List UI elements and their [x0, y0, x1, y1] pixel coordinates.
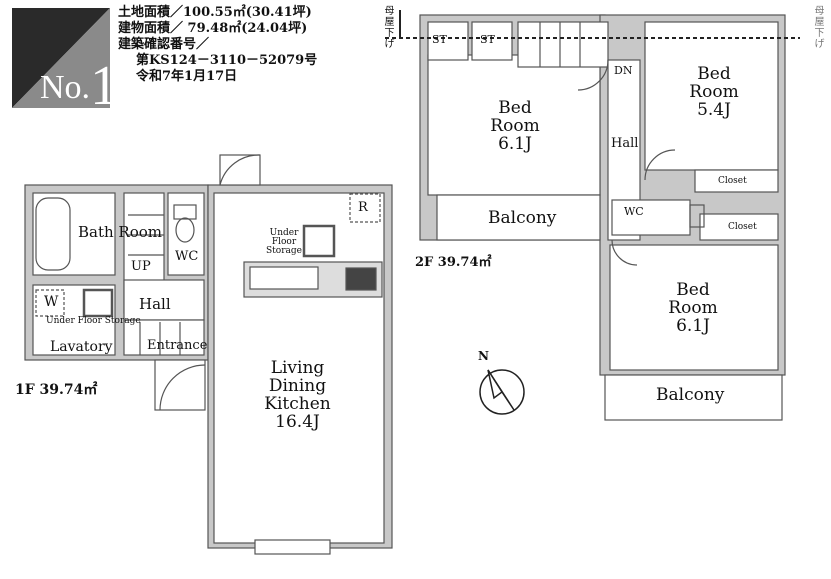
bedroom-c-line2: Room [668, 297, 718, 318]
property-info: 土地面積／100.55㎡(30.41坪) 建物面積／ 79.48㎡(24.04坪… [118, 5, 317, 85]
ldk-label: Living Dining Kitchen 16.4J [250, 358, 345, 432]
compass-north-label: N [478, 349, 489, 363]
bedroom-a-label: Bed Room 6.1J [475, 98, 555, 154]
floor1-area-label: 1F 39.74㎡ [15, 382, 98, 398]
balcony-2-label: Balcony [656, 385, 725, 405]
bedroom-b-label: Bed Room 5.4J [674, 64, 754, 120]
lavatory-label: Lavatory [50, 339, 113, 355]
bedroom-b-size: 5.4J [697, 99, 731, 120]
roof-note-left: 母屋下げ [384, 6, 395, 50]
bedroom-a-line1: Bed [498, 98, 532, 118]
ldk-size: 16.4J [275, 411, 320, 432]
land-area: 土地面積／100.55㎡(30.41坪) [118, 5, 312, 20]
permit-number: 第KS124－3110－52079号 [136, 53, 318, 68]
permit-label: 建築確認番号／ [118, 37, 210, 52]
plan-number-badge: No.1 [12, 8, 118, 117]
compass-icon [479, 369, 525, 415]
ldk-line3: Kitchen [264, 393, 331, 414]
badge-prefix: No. [40, 69, 91, 106]
bath-room-label: Bath Room [78, 223, 163, 241]
stairs-down-label: DN [614, 64, 633, 77]
badge-number: 1 [90, 55, 119, 117]
bedroom-c-line1: Bed [676, 280, 710, 300]
floor2-area-label: 2F 39.74㎡ [415, 255, 492, 270]
fridge-label: R [358, 200, 368, 215]
storage-1-label: ST [432, 33, 447, 46]
building-area: 建物面積／ 79.48㎡(24.04坪) [118, 21, 308, 36]
bedroom-a-line2: Room [490, 115, 540, 136]
ldk-line1: Living [270, 358, 325, 378]
storage-2-label: ST [480, 33, 495, 46]
ldk-line2: Dining [268, 375, 327, 396]
wc-2f-label: WC [624, 205, 644, 218]
entrance-label: Entrance [147, 338, 208, 353]
floor1-walls [24, 154, 393, 555]
bedroom-b-line2: Room [689, 81, 739, 102]
bedroom-a-size: 6.1J [498, 133, 532, 154]
badge-background [12, 8, 110, 108]
hall-2f-label: Hall [611, 136, 639, 151]
stairs-up-label: UP [131, 259, 151, 274]
bedroom-c-size: 6.1J [676, 315, 710, 336]
washer-label: W [44, 294, 59, 310]
permit-date: 令和7年1月17日 [136, 69, 238, 84]
balcony-1-label: Balcony [488, 208, 557, 228]
closet-1-label: Closet [718, 176, 747, 186]
hall-1f-label: Hall [139, 295, 171, 313]
floor2-walls [419, 14, 786, 421]
under-floor-storage-2-label: Under Floor Storage [266, 228, 302, 256]
under-floor-storage-1-label: Under Floor Storage [46, 316, 141, 326]
bedroom-c-label: Bed Room 6.1J [653, 280, 733, 336]
bedroom-b-line1: Bed [697, 64, 731, 84]
wc-1f-label: WC [175, 249, 199, 264]
badge-text: No.1 [40, 48, 118, 117]
closet-2-label: Closet [728, 222, 757, 232]
roof-note-right: 母屋下げ [814, 6, 825, 50]
